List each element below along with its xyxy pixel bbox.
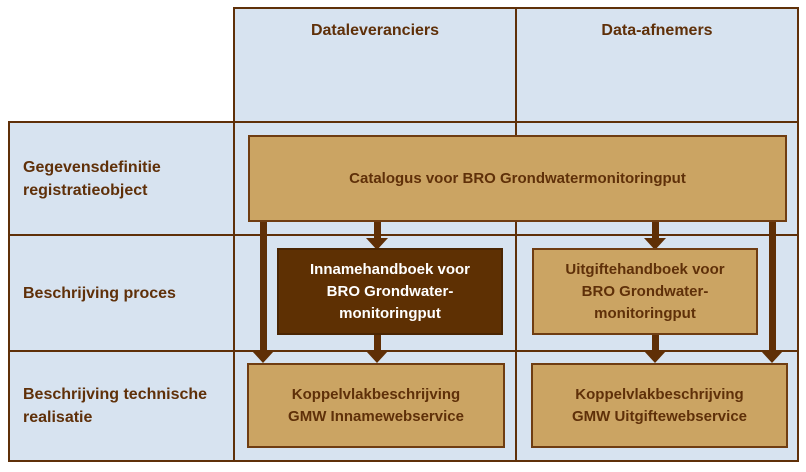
box-innamehandboek-line2: BRO Grondwater-	[326, 282, 454, 300]
arrow-catalog-to-uitgiftehandboek	[652, 222, 659, 238]
column-header-data-afnemers: Data-afnemers	[515, 7, 799, 123]
row-label-technische-realisatie: Beschrijving technische realisatie	[8, 350, 235, 462]
arrow-uitgiftehandboek-to-koppelvlak-uitgifte	[652, 335, 659, 353]
row-label-beschrijving-proces: Beschrijving proces	[8, 234, 235, 352]
box-innamehandboek-line1: Innamehandboek voor	[309, 260, 471, 278]
arrowhead-catalog-to-koppelvlak-inname	[252, 351, 274, 363]
row-label-technische-realisatie-line1: Beschrijving technische	[23, 386, 208, 403]
column-header-dataleveranciers: Dataleveranciers	[233, 7, 517, 123]
box-catalogus-label: Catalogus voor BRO Grondwatermonitoringp…	[349, 169, 686, 187]
row-label-gegevensdefinitie-line2: registratieobject	[23, 181, 148, 199]
box-uitgiftehandboek-line3: monitoringput	[594, 304, 696, 322]
box-uitgiftehandboek-line2: BRO Grondwater-	[581, 282, 709, 300]
arrow-innamehandboek-to-koppelvlak-inname	[374, 335, 381, 353]
row-label-gegevensdefinitie-line1: Gegevensdefinitie	[23, 158, 161, 176]
box-koppelvlak-uitgifte-line2: GMW Uitgiftewebservice	[571, 407, 748, 425]
box-koppelvlak-uitgifte-line1: Koppelvlakbeschrijving	[575, 385, 744, 403]
arrow-catalog-to-koppelvlak-uitgifte	[769, 222, 776, 351]
row-label-technische-realisatie-line2: realisatie	[23, 409, 93, 426]
box-catalogus: Catalogus voor BRO Grondwatermonitoringp…	[248, 135, 787, 222]
box-innamehandboek-line3: monitoringput	[339, 304, 441, 322]
arrow-catalog-to-innamehandboek	[374, 222, 381, 238]
box-uitgiftehandboek-line1: Uitgiftehandboek voor	[565, 260, 725, 278]
arrowhead-uitgiftehandboek-to-koppelvlak-uitgifte	[644, 351, 666, 363]
column-header-dataleveranciers-label: Dataleveranciers	[310, 22, 440, 39]
arrowhead-catalog-to-innamehandboek	[366, 238, 388, 250]
box-uitgiftehandboek: Uitgiftehandboek voor BRO Grondwater- mo…	[532, 248, 758, 335]
box-koppelvlak-inname-line1: Koppelvlakbeschrijving	[291, 385, 461, 403]
arrow-catalog-to-koppelvlak-inname	[260, 222, 267, 351]
box-koppelvlak-inname-line2: GMW Innamewebservice	[288, 407, 464, 425]
arrowhead-catalog-to-koppelvlak-uitgifte	[761, 351, 783, 363]
arrowhead-innamehandboek-to-koppelvlak-inname	[366, 351, 388, 363]
box-koppelvlak-uitgifte: Koppelvlakbeschrijving GMW Uitgiftewebse…	[531, 363, 788, 448]
column-header-data-afnemers-label: Data-afnemers	[601, 22, 713, 39]
row-label-gegevensdefinitie: Gegevensdefinitie registratieobject	[8, 121, 235, 236]
row-label-beschrijving-proces-line1: Beschrijving proces	[23, 284, 176, 302]
box-innamehandboek: Innamehandboek voor BRO Grondwater- moni…	[277, 248, 503, 335]
arrowhead-catalog-to-uitgiftehandboek	[644, 238, 666, 250]
box-koppelvlak-inname: Koppelvlakbeschrijving GMW Innamewebserv…	[247, 363, 505, 448]
